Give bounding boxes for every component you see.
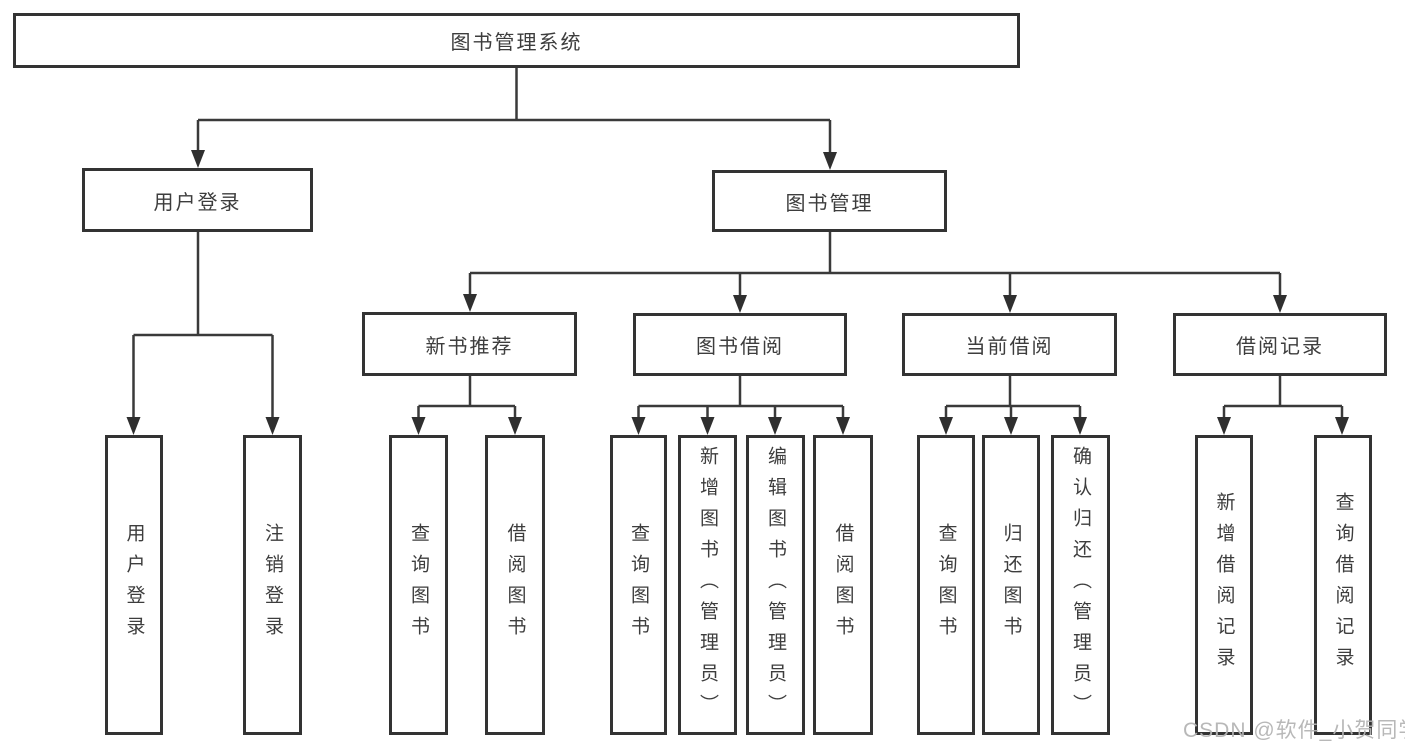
leaf-cb-query-books: 查询图书 [917, 435, 975, 735]
leaf-bb-query-books: 查询图书 [610, 435, 667, 735]
leaf-bb-add-books-admin: 新增图书（管理员） [678, 435, 737, 735]
watermark-text: CSDN @软件_小贺同学 [1183, 719, 1405, 742]
arrowhead-icon [411, 417, 426, 435]
node-current-borrow-label: 当前借阅 [965, 336, 1054, 358]
leaf-logout-label: 注销登录 [262, 523, 283, 647]
leaf-user-login: 用户登录 [105, 435, 163, 735]
leaf-bb-add-books-admin-label: 新增图书（管理员） [697, 445, 718, 725]
leaf-bb-borrow-books-label: 借阅图书 [832, 523, 854, 647]
connector-root-to-level2 [196, 68, 832, 153]
arrowhead-icon [1073, 417, 1087, 435]
leaf-bb-edit-books-admin-label: 编辑图书（管理员） [765, 445, 786, 725]
leaf-cb-return-books: 归还图书 [982, 435, 1040, 735]
leaf-nb-query-books: 查询图书 [389, 435, 448, 735]
leaf-br-add-record: 新增借阅记录 [1195, 435, 1253, 735]
leaf-cb-query-books-label: 查询图书 [935, 523, 957, 647]
leaf-nb-borrow-books-label: 借阅图书 [504, 523, 526, 647]
leaf-cb-confirm-return-admin: 确认归还（管理员） [1051, 435, 1110, 735]
node-book-borrow-label: 图书借阅 [696, 336, 784, 358]
leaf-logout: 注销登录 [243, 435, 302, 735]
arrowhead-icon [508, 417, 522, 435]
node-user-login-label: 用户登录 [153, 191, 242, 214]
arrowhead-icon [1217, 417, 1231, 435]
leaf-cb-return-books-label: 归还图书 [1000, 523, 1022, 647]
node-current-borrow: 当前借阅 [902, 313, 1117, 376]
leaf-br-query-record-label: 查询借阅记录 [1332, 492, 1354, 678]
node-borrow-records: 借阅记录 [1173, 313, 1387, 376]
arrowhead-icon [265, 417, 280, 435]
arrowhead-icon [836, 417, 850, 435]
connector-current-borrow-to-leaves [944, 376, 1082, 418]
arrowhead-icon [1003, 295, 1017, 313]
node-book-management: 图书管理 [712, 170, 947, 232]
arrowhead-icon [700, 417, 715, 435]
node-root: 图书管理系统 [13, 13, 1020, 68]
arrowhead-icon [939, 417, 953, 435]
node-root-label: 图书管理系统 [450, 32, 583, 54]
arrowhead-icon [1004, 417, 1018, 435]
node-new-book-recommend-label: 新书推荐 [425, 335, 514, 358]
leaf-br-query-record: 查询借阅记录 [1314, 435, 1372, 735]
arrowhead-icon [768, 417, 782, 435]
arrowhead-icon [1335, 417, 1349, 435]
arrowhead-icon [191, 150, 205, 168]
leaf-nb-borrow-books: 借阅图书 [485, 435, 545, 735]
arrowhead-icon [463, 294, 477, 312]
arrowhead-icon [126, 417, 141, 435]
leaf-br-add-record-label: 新增借阅记录 [1213, 492, 1235, 678]
connector-new-book-recommend-to-leaves [417, 376, 517, 418]
connector-book-borrow-to-leaves [637, 376, 845, 418]
node-book-management-label: 图书管理 [785, 192, 874, 215]
node-borrow-records-label: 借阅记录 [1236, 336, 1324, 358]
leaf-nb-query-books-label: 查询图书 [408, 523, 429, 647]
leaf-cb-confirm-return-admin-label: 确认归还（管理员） [1070, 445, 1091, 725]
connector-user-login-to-leaves [132, 232, 274, 418]
leaf-bb-borrow-books: 借阅图书 [813, 435, 873, 735]
connector-borrow-records-to-leaves [1222, 376, 1344, 418]
arrowhead-icon [1273, 295, 1287, 313]
arrowhead-icon [733, 295, 747, 313]
node-new-book-recommend: 新书推荐 [362, 312, 577, 376]
arrowhead-icon [631, 417, 646, 435]
leaf-bb-edit-books-admin: 编辑图书（管理员） [746, 435, 805, 735]
leaf-bb-query-books-label: 查询图书 [628, 523, 649, 647]
node-user-login: 用户登录 [82, 168, 313, 232]
connector-book-management-to-level3 [468, 232, 1282, 296]
node-book-borrow: 图书借阅 [633, 313, 847, 376]
arrowhead-icon [823, 152, 837, 170]
leaf-user-login-label: 用户登录 [123, 523, 145, 647]
